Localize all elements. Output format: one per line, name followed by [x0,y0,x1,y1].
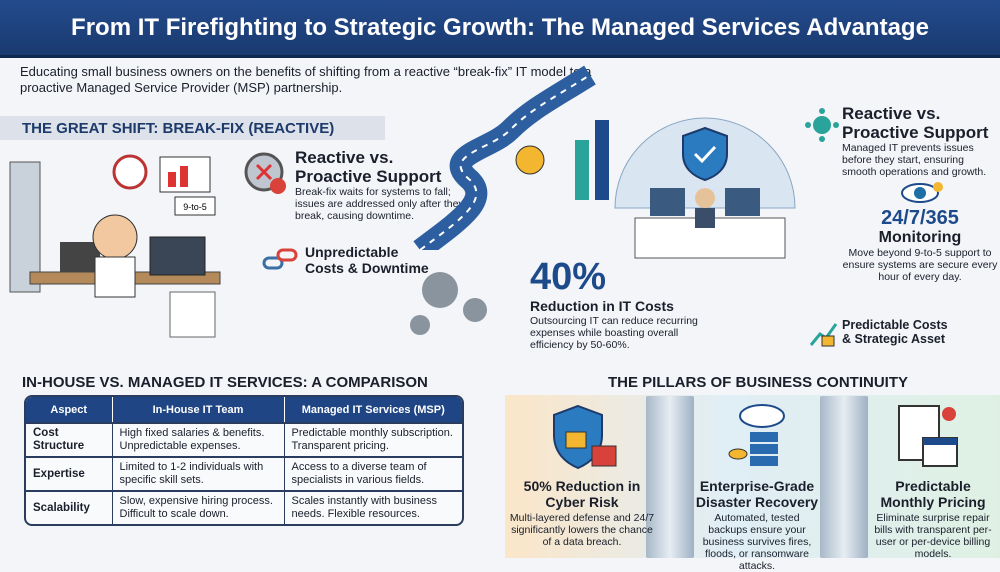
stat-block: 40% Reduction in IT Costs Outsourcing IT… [530,256,708,351]
broken-chain-icon [262,248,298,270]
growth-road-illustration [413,65,609,250]
pillar-column [646,396,694,558]
header-banner: From IT Firefighting to Strategic Growth… [0,0,1000,58]
shield-lock-firewall-icon [553,404,617,470]
monitoring-block: 24/7/365 Monitoring Move beyond 9-to-5 s… [842,207,998,284]
invoice-calendar-icon [898,405,958,467]
predictable-asset: Predictable Costs& Strategic Asset [842,318,948,346]
right-column: Reactive vs.Proactive Support Managed IT… [842,104,998,283]
network-check-icon [805,108,839,142]
stat-value: 40% [530,256,607,298]
gears-illustration [410,272,487,335]
pillar-column [820,396,868,558]
broken-gear-icon [244,152,286,194]
msp-team-office-illustration [614,117,796,259]
reactive-block: Reactive vs.Proactive Support Break-fix … [295,148,464,222]
comparison-title: IN-HOUSE VS. MANAGED IT SERVICES: A COMP… [22,374,428,391]
page-title: From IT Firefighting to Strategic Growth… [71,13,929,41]
proactive-block: Reactive vs.Proactive Support Managed IT… [842,104,989,178]
stressed-worker-illustration: 9-to-5 [9,154,221,338]
pillars-title: THE PILLARS OF BUSINESS CONTINUITY [608,374,909,391]
9-to-5-sign: 9-to-5 [183,202,207,212]
cloud-backup-server-icon [728,404,785,466]
eye-clock-icon [901,182,943,203]
growth-lock-icon [809,323,838,347]
section-label-shift: THE GREAT SHIFT: BREAK-FIX (REACTIVE) [0,116,385,140]
intro-text: Educating small business owners on the b… [20,64,592,95]
